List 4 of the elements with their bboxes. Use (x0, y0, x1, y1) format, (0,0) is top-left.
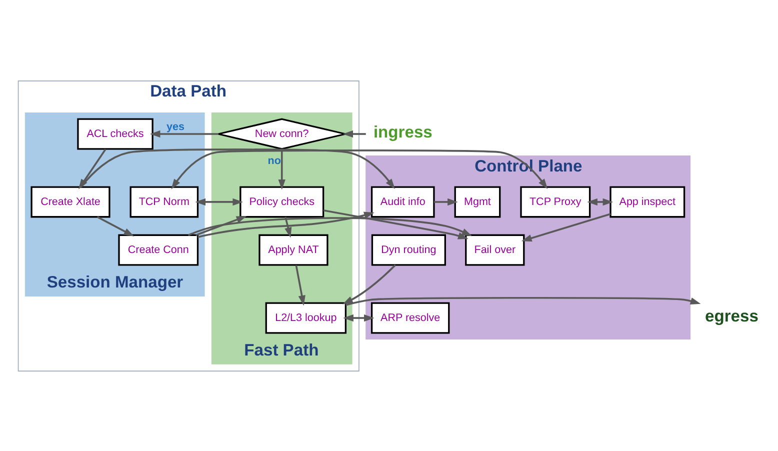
node-text: ingress (373, 122, 432, 141)
edge-label: yes (166, 120, 184, 133)
node-text: egress (705, 306, 758, 325)
edge-label: no (268, 154, 281, 167)
